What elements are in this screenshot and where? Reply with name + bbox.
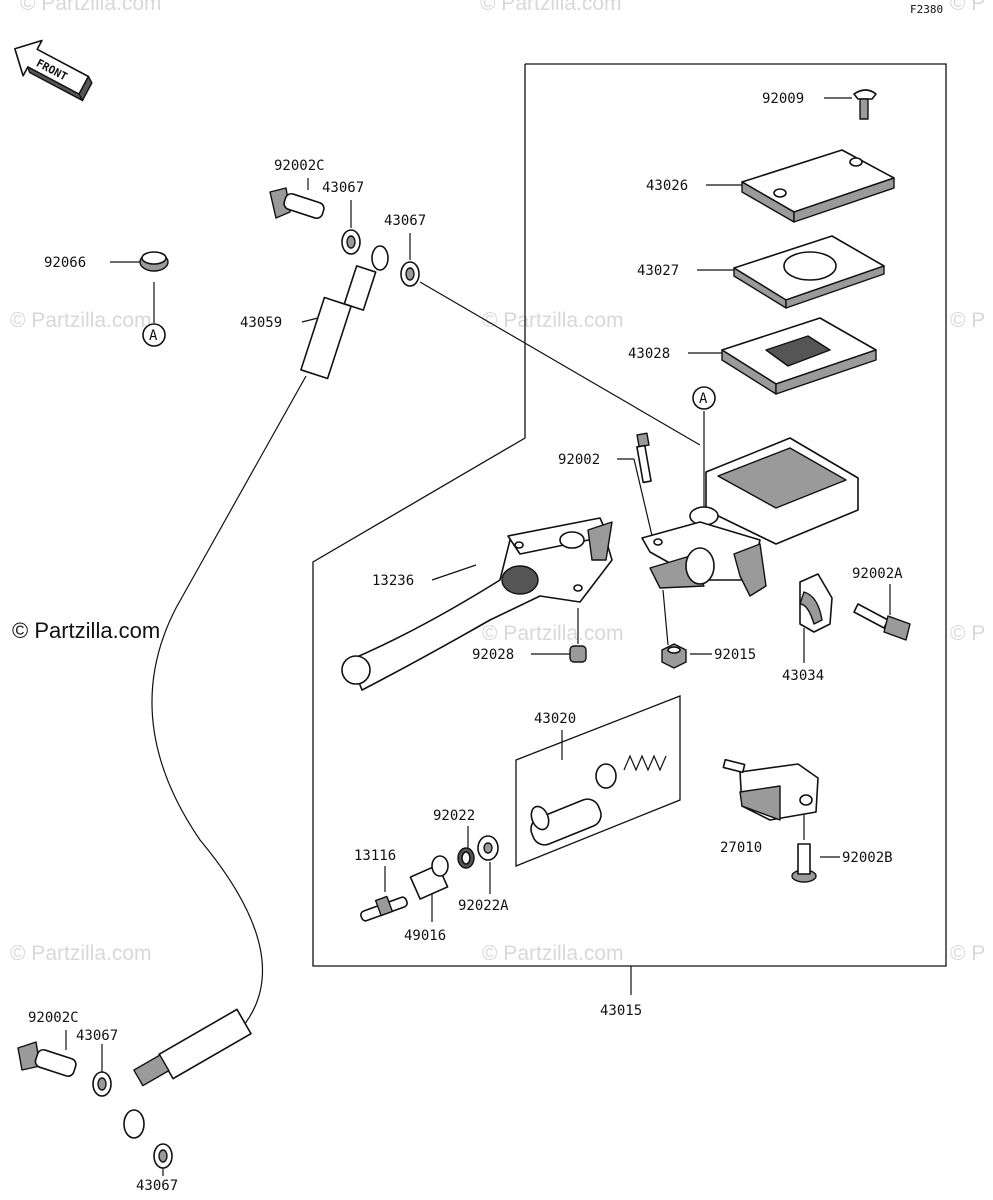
diaphragm-plate-43027 xyxy=(733,235,885,309)
circlip-92022 xyxy=(457,847,475,869)
hose-43059-lower xyxy=(123,1008,252,1139)
clamp-43034 xyxy=(799,573,833,633)
watermark: © Partzilla.com xyxy=(482,942,624,965)
watermark: © Partzilla.com xyxy=(482,309,624,332)
washer-43067-a xyxy=(341,229,361,255)
part-labels: 92009 43026 43027 43028 92002 13236 9202… xyxy=(28,91,903,1194)
bolt-92002B xyxy=(791,843,817,883)
watermark-edge: © P xyxy=(950,942,985,965)
label-43067-a: 43067 xyxy=(322,180,364,196)
washer-43067-d xyxy=(153,1143,173,1169)
watermark: © Partzilla.com xyxy=(10,309,152,332)
diaphragm-43028 xyxy=(721,317,877,395)
watermark: © Partzilla.com xyxy=(482,622,624,645)
watermark-edge: © P xyxy=(950,622,985,645)
label-49016: 49016 xyxy=(404,928,446,944)
banjo-bolt-92002C-bottom xyxy=(17,1041,77,1077)
svg-text:A: A xyxy=(699,391,708,407)
nut-92015 xyxy=(661,643,687,669)
label-43067-d: 43067 xyxy=(136,1178,178,1194)
hose-43059-upper xyxy=(300,245,389,380)
lever-13236 xyxy=(341,517,613,691)
push-rod-13116 xyxy=(360,895,408,922)
reservoir-cap-43026 xyxy=(741,149,895,223)
label-13116: 13116 xyxy=(354,848,396,864)
label-92028: 92028 xyxy=(472,647,514,663)
label-92009: 92009 xyxy=(762,91,804,107)
cap-92066 xyxy=(139,251,169,272)
label-43067-b: 43067 xyxy=(384,213,426,229)
label-27010: 27010 xyxy=(720,840,762,856)
pin-92028 xyxy=(569,645,587,663)
label-92015: 92015 xyxy=(714,647,756,663)
label-43027: 43027 xyxy=(637,263,679,279)
callout-a-top: A xyxy=(692,386,716,410)
svg-text:A: A xyxy=(149,328,158,344)
watermark-edge: © P xyxy=(950,0,985,15)
switch-27010 xyxy=(722,758,819,821)
leader-lines xyxy=(65,97,891,1176)
label-92022A: 92022A xyxy=(458,898,509,914)
piston-kit-43020 xyxy=(515,695,681,867)
watermark-edge: © P xyxy=(950,309,985,332)
label-13236: 13236 xyxy=(372,573,414,589)
label-92066: 92066 xyxy=(44,255,86,271)
bolt-92002A xyxy=(853,603,911,641)
label-43026: 43026 xyxy=(646,178,688,194)
figure-code: F2380 xyxy=(910,3,943,16)
label-43020: 43020 xyxy=(534,711,576,727)
watermark: © Partzilla.com xyxy=(480,0,622,15)
assembly-outline xyxy=(312,63,947,967)
master-cylinder-body xyxy=(641,437,859,597)
front-arrow-icon: FRONT xyxy=(14,39,93,102)
main-watermark: © Partzilla.com xyxy=(12,618,160,643)
washer-92022A xyxy=(477,835,499,861)
label-92002: 92002 xyxy=(558,452,600,468)
boot-49016 xyxy=(409,855,449,900)
screw-92009 xyxy=(853,89,877,120)
watermarks: © Partzilla.com © Partzilla.com © Partzi… xyxy=(10,0,985,965)
label-43059: 43059 xyxy=(240,315,282,331)
watermark: © Partzilla.com xyxy=(20,0,162,15)
callout-a-left: A xyxy=(142,323,166,347)
watermark: © Partzilla.com xyxy=(10,942,152,965)
label-92002B: 92002B xyxy=(842,850,893,866)
banjo-bolt-92002C-top xyxy=(269,187,325,220)
washer-43067-c xyxy=(92,1071,112,1097)
label-43067-c: 43067 xyxy=(76,1028,118,1044)
bolt-92002 xyxy=(636,432,652,484)
label-43015: 43015 xyxy=(600,1003,642,1019)
brake-hose-line xyxy=(151,375,307,1031)
washer-43067-b xyxy=(400,261,420,287)
label-92002C-top: 92002C xyxy=(274,158,325,174)
label-43034: 43034 xyxy=(782,668,824,684)
label-92002C-bottom: 92002C xyxy=(28,1010,79,1026)
label-92002A: 92002A xyxy=(852,566,903,582)
label-43028: 43028 xyxy=(628,346,670,362)
label-92022: 92022 xyxy=(433,808,475,824)
